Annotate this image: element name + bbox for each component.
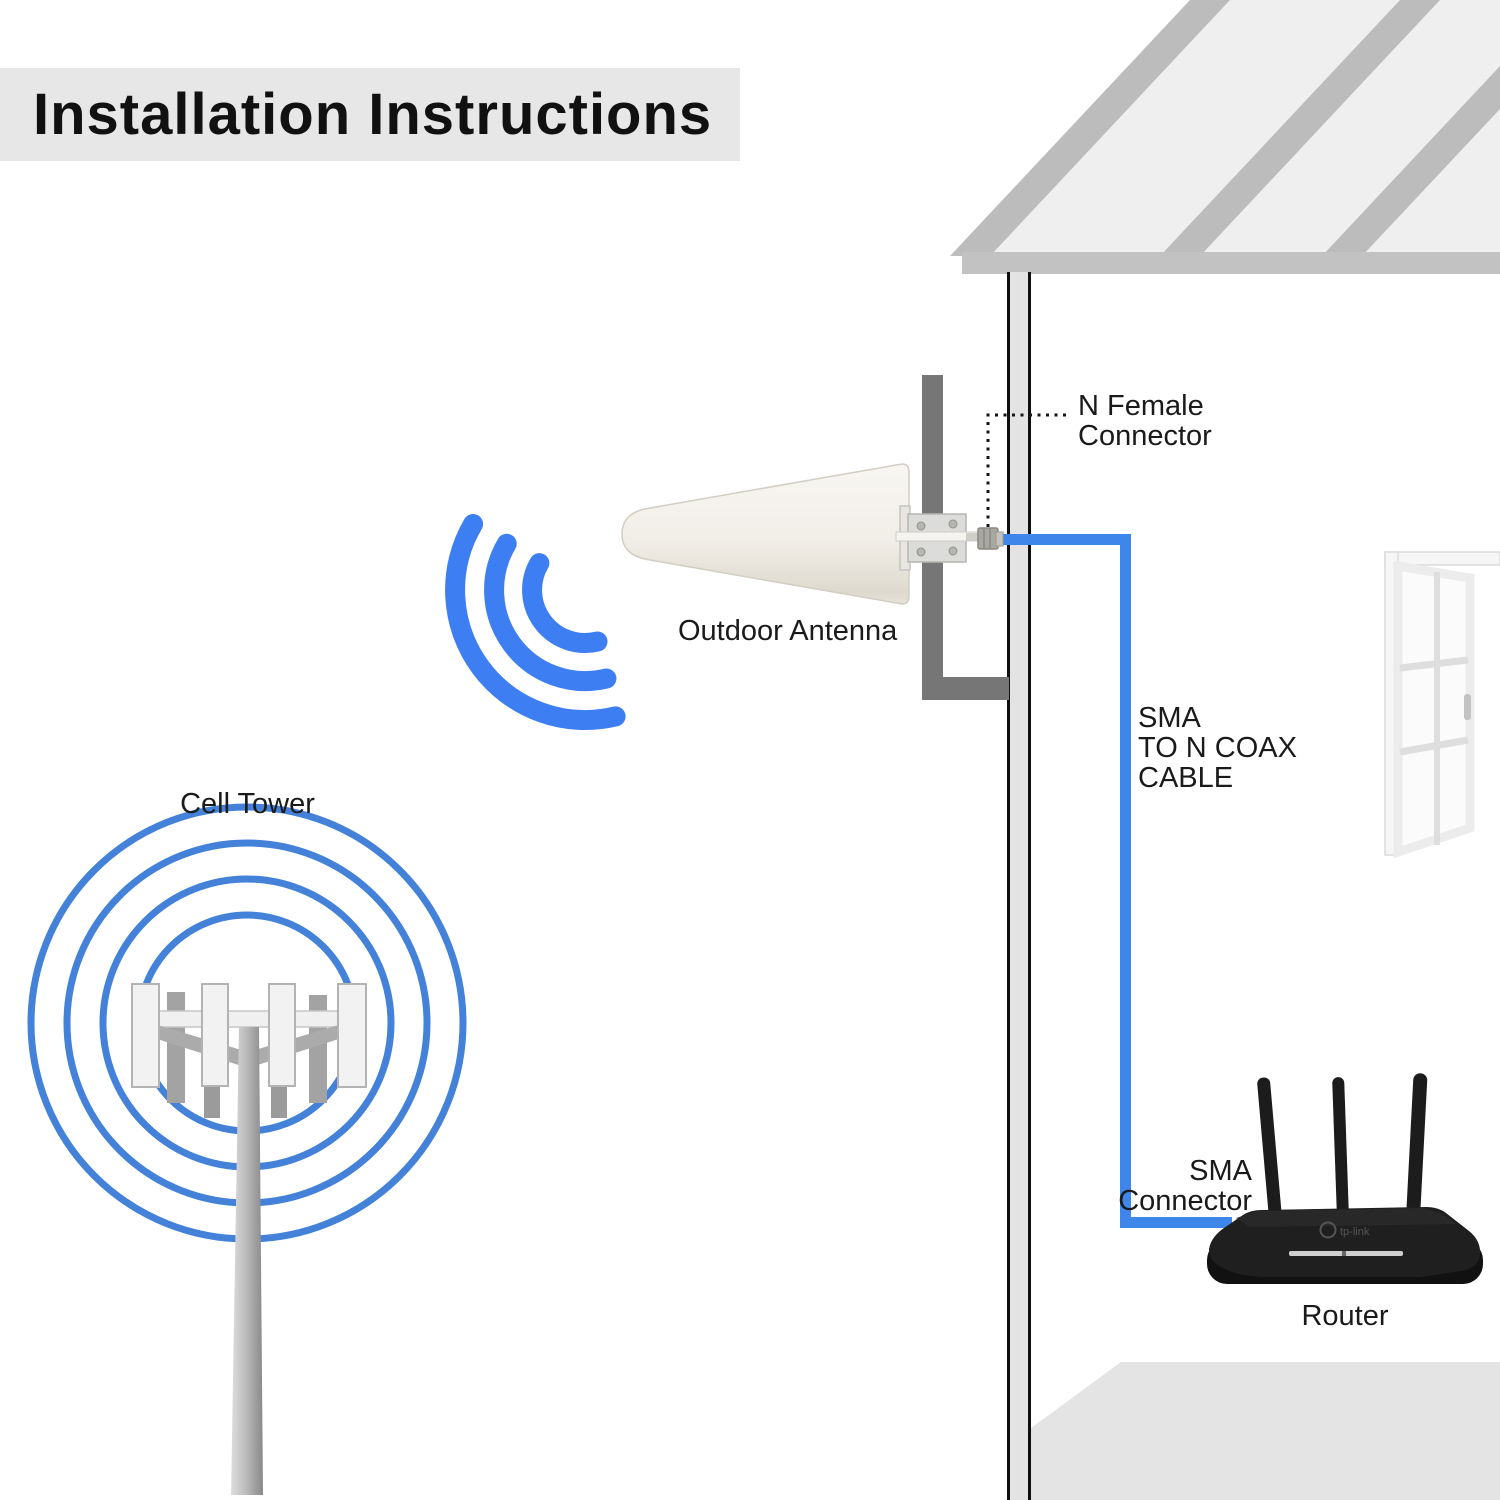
- cell-tower: [131, 983, 367, 1495]
- router-label: Router: [1301, 1300, 1389, 1332]
- page-title: Installation Instructions: [33, 82, 713, 147]
- house-roof: [950, 0, 1500, 274]
- window-handle: [1464, 694, 1471, 720]
- cell-tower-label: Cell Tower: [180, 788, 315, 820]
- tower-mast: [231, 1027, 263, 1495]
- sma-connector-label: SMA Connector: [1118, 1155, 1252, 1217]
- coax-cable-label: SMA TO N COAX CABLE: [1138, 702, 1297, 794]
- house-floor: [1031, 1362, 1500, 1500]
- signal-waves-icon: [445, 514, 626, 730]
- n-female-connector-label: N Female Connector: [1078, 390, 1212, 452]
- outdoor-antenna-label: Outdoor Antenna: [678, 615, 898, 647]
- router: tp-link: [1207, 1073, 1483, 1284]
- outdoor-antenna: [621, 463, 910, 605]
- coax-cable: [1000, 534, 1232, 1228]
- title-bar: Installation Instructions: [0, 68, 740, 161]
- router-antennas: [1257, 1073, 1428, 1223]
- router-logo-icon: [1319, 1221, 1337, 1239]
- window: [1384, 551, 1500, 859]
- router-logo-text: tp-link: [1340, 1226, 1370, 1238]
- antenna-bracket: [895, 505, 981, 571]
- house-wall: [1007, 272, 1031, 1500]
- n-female-connector: [977, 527, 1004, 550]
- dotted-leader-line: [986, 413, 1071, 527]
